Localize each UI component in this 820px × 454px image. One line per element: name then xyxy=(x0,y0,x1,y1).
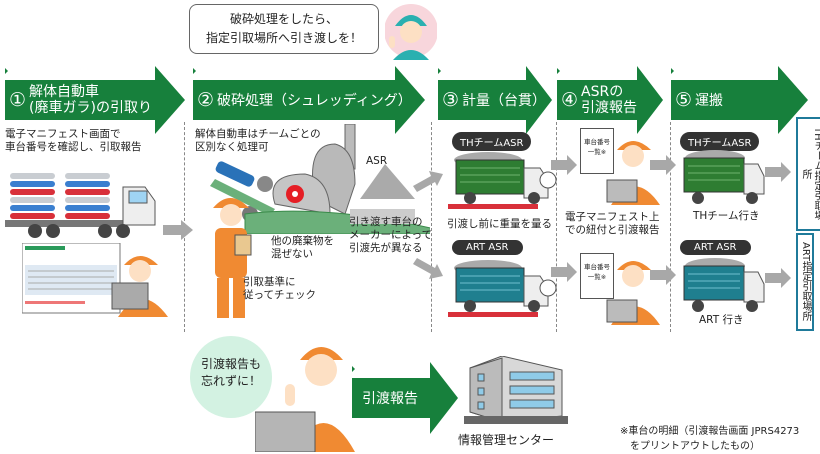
footnote-line2: をプリントアウトしたもの） xyxy=(630,441,760,452)
worker-laptop-top xyxy=(606,141,660,205)
step-3-caption: 引渡し前に重量を量る xyxy=(447,218,552,230)
step-5-pill-art: ART ASR xyxy=(680,240,751,255)
step-4-title-line1: ASRの xyxy=(581,84,624,100)
step-1-caption-line2: 車台番号を確認し、引取報告 xyxy=(5,141,142,153)
note-check-line1: 引取基準に xyxy=(243,276,296,288)
report-arrow-label: 引渡報告 xyxy=(362,391,418,407)
destination-th: THチーム指定引取場所 xyxy=(796,117,820,231)
step-4-caption-line1: 電子マニフェスト上 xyxy=(565,211,660,223)
flow-arrow-4-5-bottom xyxy=(650,265,676,285)
note-destination-line1: 引き渡す車台の xyxy=(349,216,423,228)
step-5-arrowhead xyxy=(778,66,808,134)
doc-top-label1: 車台番号 xyxy=(584,138,610,146)
speech-bubble-top: 破砕処理をしたら、 指定引取場所へ引き渡しを！ xyxy=(189,4,379,54)
note-no-mix-line2: 混ぜない xyxy=(271,248,313,260)
step-4-title-line2: 引渡報告 xyxy=(581,100,638,116)
flow-arrow-3-4-bottom xyxy=(551,262,577,282)
step-4-arrowhead xyxy=(637,66,663,134)
truck-art-transport xyxy=(683,258,765,312)
footnote-line1: ※車台の明細（引渡報告画面 JPRS4273 xyxy=(620,426,800,437)
flow-arrow-4-5-top xyxy=(650,155,676,175)
reminder-line1: 引渡報告も xyxy=(200,357,261,371)
note-destination: 引き渡す車台の メーカーによって 引渡先が異なる xyxy=(349,216,432,255)
divider-2 xyxy=(431,122,432,332)
destination-art: ART指定引取場所 xyxy=(796,233,814,331)
step-4-caption-line2: での紐付と引渡報告 xyxy=(565,224,660,236)
flow-arrow-2-3-down xyxy=(413,258,443,279)
step-2-title: 破砕処理（シュレッディング） xyxy=(217,93,412,109)
step-2-caption-line1: 解体自動車はチームごとの xyxy=(195,128,321,140)
truck-th-weighing xyxy=(448,152,557,209)
truck-th-transport xyxy=(683,150,765,204)
divider-3 xyxy=(556,122,557,332)
step-3-title: 計量（台貫） xyxy=(462,93,547,109)
note-destination-line3: 引渡先が異なる xyxy=(349,242,423,254)
vehicle-list-document-top: 車台番号 一覧※ xyxy=(580,128,614,174)
step-5-pill-th: THチームASR xyxy=(680,132,760,151)
note-check-line2: 従ってチェック xyxy=(243,289,316,301)
note-check: 引取基準に 従ってチェック xyxy=(243,276,316,302)
info-center-label: 情報管理センター xyxy=(458,433,555,447)
step-5-caption-th: THチーム行き xyxy=(693,210,760,222)
step-4-arrow: ④ ASRの 引渡報告 xyxy=(557,68,638,120)
flow-arrow-2-3-up xyxy=(413,171,443,192)
flow-arrow-1-2 xyxy=(163,220,193,240)
step-5-arrow: ⑤ 運搬 xyxy=(671,68,778,120)
step-3-arrowhead xyxy=(526,66,552,134)
car-carrier-truck-illustration xyxy=(5,173,156,238)
report-arrow: 引渡報告 xyxy=(352,366,430,418)
step-1-title-line2: (廃車ガラ)の引取り xyxy=(29,100,152,116)
flow-arrow-3-4-top xyxy=(551,155,577,175)
note-no-mix-line1: 他の廃棄物を xyxy=(271,235,334,247)
step-5-caption-art: ART 行き xyxy=(699,314,744,326)
flow-arrow-5-dest-bottom xyxy=(765,268,791,288)
asr-label: ASR xyxy=(366,155,388,167)
worker-clipboard-illustration xyxy=(213,198,252,318)
step-5-title: 運搬 xyxy=(695,93,724,109)
step-1-arrow: ① 解体自動車 (廃車ガラ)の引取り xyxy=(5,68,155,120)
report-arrowhead xyxy=(430,362,458,434)
step-2-arrow: ② 破砕処理（シュレッディング） xyxy=(193,68,412,120)
worker-laptop-illustration xyxy=(111,256,168,317)
step-2-caption-line2: 区別なく処理可 xyxy=(195,141,269,153)
vehicle-list-document-bottom: 車台番号 一覧※ xyxy=(580,253,614,299)
flow-arrow-5-dest-top xyxy=(765,162,791,182)
doc-bottom-label2: 一覧※ xyxy=(587,273,607,281)
footnote: ※車台の明細（引渡報告画面 JPRS4273 をプリントアウトしたもの） xyxy=(620,424,799,454)
step-1-title-line1: 解体自動車 xyxy=(29,84,100,100)
info-center-building-icon xyxy=(464,356,568,424)
note-no-mix: 他の廃棄物を 混ぜない xyxy=(271,235,334,261)
doc-top-label2: 一覧※ xyxy=(587,148,607,156)
shredder-plant-illustration xyxy=(210,124,430,234)
doc-bottom-label1: 車台番号 xyxy=(584,263,610,271)
step-2-number: ② xyxy=(197,89,215,111)
note-destination-line2: メーカーによって xyxy=(349,229,433,241)
step-2-arrowhead xyxy=(395,66,425,134)
worker-reporting-illustration xyxy=(255,347,355,452)
step-1-caption: 電子マニフェスト画面で 車台番号を確認し、引取報告 xyxy=(5,128,142,154)
step-5-number: ⑤ xyxy=(675,89,693,111)
step-4-number: ④ xyxy=(561,89,579,111)
reminder-line2: 忘れずに！ xyxy=(200,374,261,388)
divider-4 xyxy=(670,122,671,332)
manifest-screen-illustration xyxy=(22,243,121,314)
step-4-caption: 電子マニフェスト上 での紐付と引渡報告 xyxy=(565,211,660,237)
step-2-caption: 解体自動車はチームごとの 区別なく処理可 xyxy=(195,128,321,154)
step-3-arrow: ③ 計量（台貫） xyxy=(438,68,546,120)
step-1-caption-line1: 電子マニフェスト画面で xyxy=(5,128,121,140)
speech-top-line1: 破砕処理をしたら、 xyxy=(229,12,338,26)
step-3-pill-art: ART ASR xyxy=(452,240,523,255)
worker-laptop-bottom xyxy=(606,261,660,325)
speech-top-line2: 指定引取場所へ引き渡しを！ xyxy=(205,31,362,45)
reminder-bubble: 引渡報告も 忘れずに！ xyxy=(190,336,272,418)
step-3-number: ③ xyxy=(442,89,460,111)
step-1-number: ① xyxy=(9,89,27,111)
step-3-pill-th: THチームASR xyxy=(452,132,532,151)
worker-woman-avatar xyxy=(385,4,437,60)
step-1-arrowhead xyxy=(155,66,185,134)
truck-art-weighing xyxy=(448,260,557,317)
